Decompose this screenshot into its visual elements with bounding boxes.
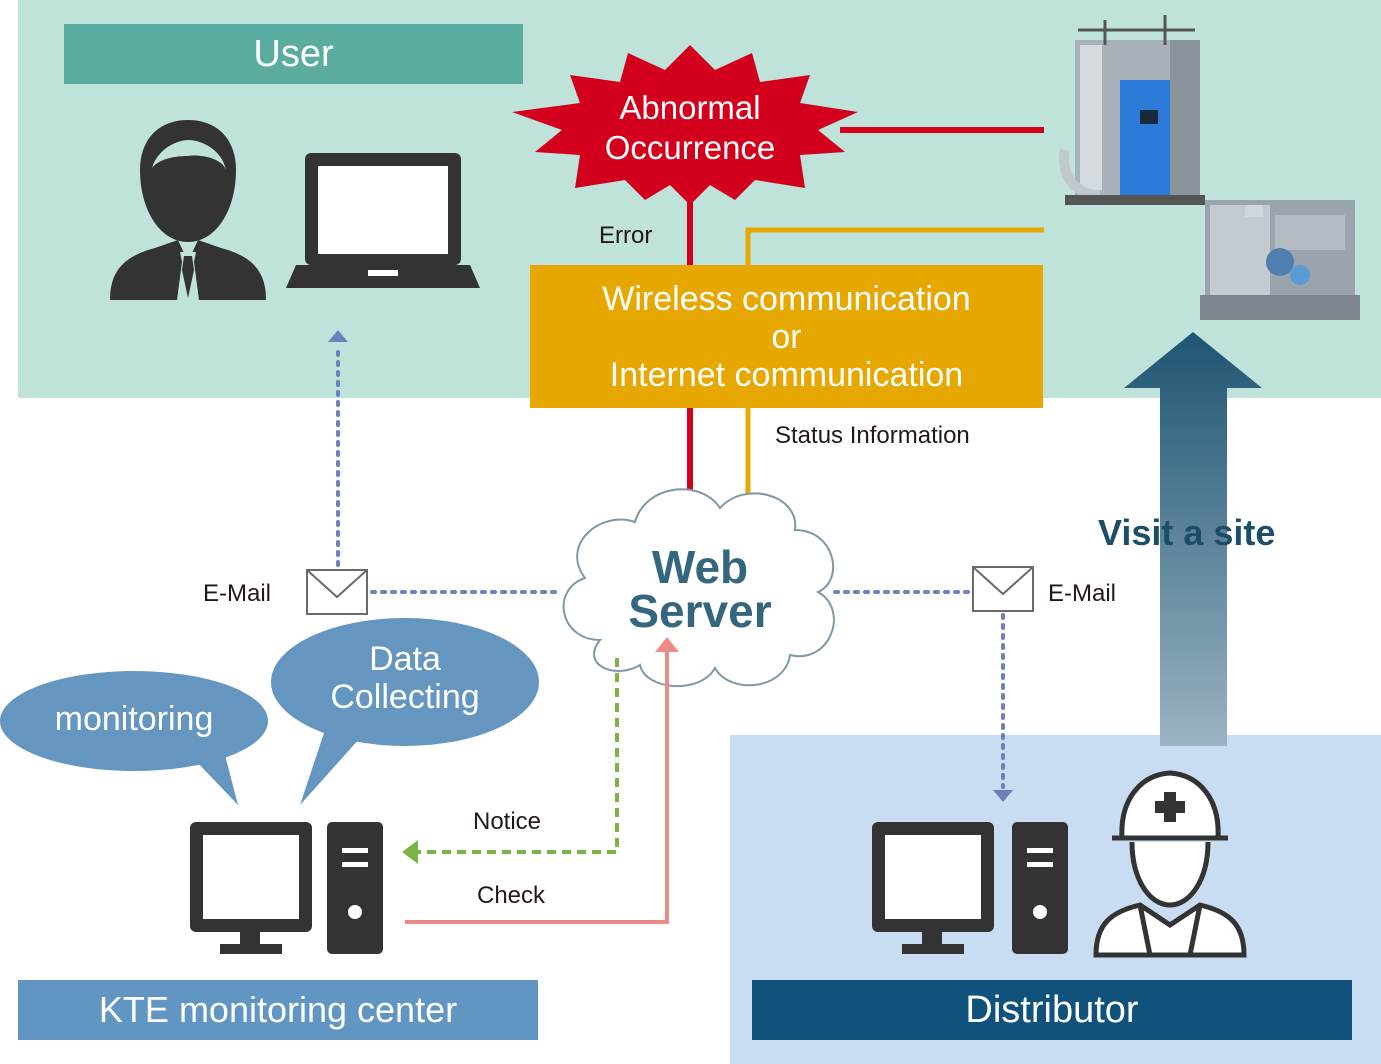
check-label: Check — [477, 882, 546, 909]
bubble-data-collecting — [271, 618, 539, 805]
bubble-data-line2: Collecting — [330, 678, 480, 716]
boiler-image — [1059, 15, 1205, 205]
email-right-arrowhead — [993, 790, 1013, 802]
abnormal-line1: Abnormal — [619, 89, 761, 126]
comm-line3: Internet communication — [609, 355, 964, 394]
kte-desktop-icon — [190, 822, 383, 954]
comm-line2: or — [771, 317, 802, 356]
kte-title: KTE monitoring center — [18, 980, 538, 1040]
error-label: Error — [599, 222, 653, 249]
envelope-left-icon — [306, 569, 368, 615]
notice-label: Notice — [473, 808, 542, 835]
notice-arrowhead — [402, 840, 418, 864]
kte-title-text: KTE monitoring center — [98, 989, 458, 1030]
notice-line — [418, 658, 619, 854]
user-laptop-icon — [286, 153, 480, 288]
user-title: User — [64, 24, 523, 84]
visit-label: Visit a site — [1098, 512, 1276, 553]
email-left-label: E-Mail — [203, 580, 272, 607]
web-server-text: Web Server — [600, 541, 800, 637]
status-info-label: Status Information — [775, 422, 970, 449]
helmet-cross-icon — [1155, 792, 1185, 822]
status-line-top — [745, 227, 1044, 265]
distributor-title: Distributor — [752, 980, 1352, 1040]
abnormal-starburst — [512, 45, 858, 205]
email-left-arrowhead — [328, 330, 348, 342]
abnormal-line2: Occurrence — [604, 129, 776, 166]
bubble-monitoring — [0, 671, 268, 805]
comm-line1: Wireless communication — [602, 279, 971, 318]
bubble-monitoring-text: monitoring — [54, 700, 214, 738]
abnormal-text: Abnormal Occurrence — [560, 88, 820, 168]
web-server-cloud — [562, 488, 835, 688]
bubble-data-line1: Data — [369, 640, 441, 678]
envelope-right-icon — [972, 566, 1034, 612]
bubble-data-text: Data Collecting — [272, 640, 538, 716]
comm-box: Wireless communication or Internet commu… — [530, 265, 1043, 408]
distributor-desktop-icon — [872, 822, 1068, 954]
check-arrowhead — [655, 637, 679, 652]
web-server-line1: Web — [651, 541, 749, 593]
distributor-title-text: Distributor — [965, 988, 1139, 1031]
web-server-line2: Server — [628, 585, 772, 637]
check-line — [405, 652, 669, 924]
user-title-text: User — [253, 32, 334, 75]
chiller-image — [1200, 200, 1360, 320]
user-tie-icon — [182, 256, 194, 298]
email-right-label: E-Mail — [1048, 580, 1117, 607]
visit-arrow — [1124, 332, 1262, 746]
